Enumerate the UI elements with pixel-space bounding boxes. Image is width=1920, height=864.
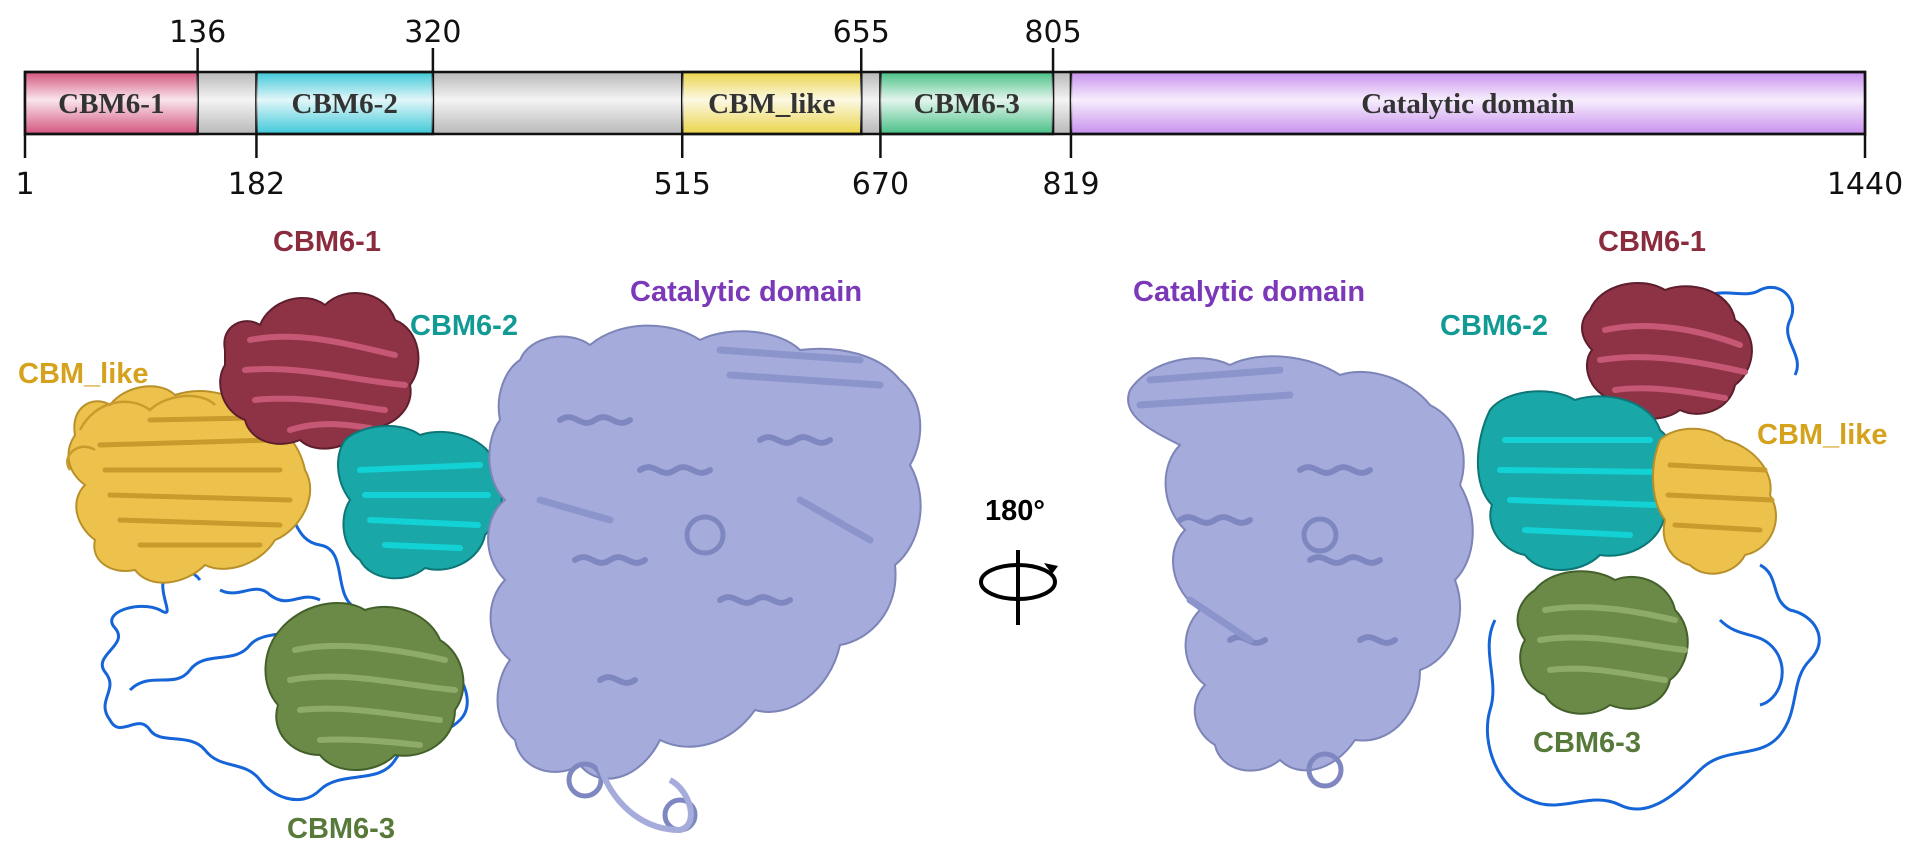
cbm6-2-domain: [337, 424, 504, 580]
rotation-indicator: 180°: [979, 495, 1058, 625]
rotate-around-vertical-axis-icon: [979, 550, 1058, 625]
catalytic-sheets: [536, 346, 884, 544]
catalytic-helices: [557, 414, 833, 686]
cbm-like-strands: [97, 415, 293, 548]
label-cbm6-3: CBM6-3: [287, 813, 395, 845]
domain-box-shade-cbm-like: [682, 72, 862, 134]
tick-label-top-136: 136: [169, 15, 226, 50]
cbm6-1-domain: [1581, 281, 1753, 420]
cbm6-2-strands: [357, 462, 491, 551]
label-catalytic-domain: Catalytic domain: [630, 276, 862, 308]
label-cbm6-2: CBM6-2: [1440, 310, 1548, 342]
domain-box-shade-cbm6-2: [256, 72, 433, 134]
domain-box-shade-cbm6-1: [25, 72, 198, 134]
catalytic-tail: [597, 764, 694, 834]
tick-label-bottom-819: 819: [1042, 167, 1099, 202]
label-cbm-like: CBM_like: [18, 358, 149, 390]
cbm6-3-strands: [1537, 604, 1688, 683]
cbm6-1-strands: [242, 333, 408, 433]
domain-label-cbm6-3: CBM6-3: [914, 88, 1020, 120]
protein-structure-back-view: CBM6-1 CBM6-2 CBM_like CBM6-3 Catalytic …: [1127, 226, 1888, 811]
catalytic-helix-end-1: [684, 514, 726, 556]
cbm-like-domain: [67, 385, 312, 584]
cbm6-3-strands: [287, 642, 458, 748]
label-cbm-like: CBM_like: [1757, 419, 1888, 451]
catalytic-helix-end-2: [566, 761, 604, 799]
tick-label-top-805: 805: [1024, 15, 1081, 50]
tick-label-bottom-1: 1: [15, 167, 34, 202]
tick-label-bottom-1440: 1440: [1827, 167, 1903, 202]
tick-label-bottom-515: 515: [654, 167, 711, 202]
cbm-like-loops: [66, 394, 216, 471]
cbm6-2-domain: [1476, 390, 1681, 571]
domain-map: CBM6-1 CBM6-2 CBM_like CBM6-3 Catalytic doma…: [15, 15, 1903, 202]
cbm6-1-strands: [1597, 323, 1748, 401]
domain-bar-outline: [23, 70, 1867, 136]
catalytic-domain: [1127, 355, 1474, 772]
linker-loops: [100, 503, 469, 802]
label-catalytic-domain: Catalytic domain: [1133, 276, 1365, 308]
label-cbm6-3: CBM6-3: [1533, 727, 1641, 759]
catalytic-helix-end-1: [1301, 516, 1339, 554]
domain-label-cbm-like: CBM_like: [708, 88, 835, 120]
label-cbm6-1: CBM6-1: [1598, 226, 1706, 258]
domain-box-shade-cbm6-3: [880, 72, 1054, 134]
domain-label-catalytic-domain: Catalytic domain: [1361, 88, 1574, 120]
domain-box-shade-catalytic-domain: [1070, 72, 1865, 134]
cbm-like-strands: [1665, 462, 1775, 533]
tick-label-top-320: 320: [404, 15, 461, 50]
tick-label-bottom-670: 670: [852, 167, 909, 202]
catalytic-sheets: [1136, 366, 1294, 644]
label-cbm6-1: CBM6-1: [273, 226, 381, 258]
tick-label-bottom-182: 182: [228, 167, 285, 202]
catalytic-helices: [1177, 464, 1398, 646]
rotation-label: 180°: [985, 495, 1045, 527]
domain-label-cbm6-2: CBM6-2: [292, 88, 398, 120]
domain-label-cbm6-1: CBM6-1: [58, 88, 164, 120]
catalytic-helix-end-2: [1306, 751, 1344, 789]
label-cbm6-2: CBM6-2: [410, 310, 518, 342]
protein-structure-front-view: CBM6-1 CBM6-2 CBM_like CBM6-3 Catalytic …: [18, 226, 922, 845]
linker-loops: [1485, 285, 1821, 811]
cbm6-2-strands: [1497, 437, 1663, 538]
tick-label-top-655: 655: [833, 15, 890, 50]
